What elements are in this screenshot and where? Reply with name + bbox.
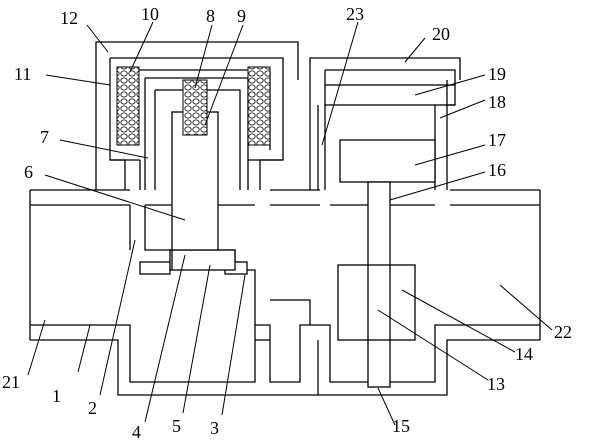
piston	[339, 139, 436, 183]
label-17: 17	[488, 130, 506, 150]
piston-rod	[367, 181, 391, 388]
label-12: 12	[60, 8, 78, 28]
partition-wall	[129, 205, 172, 251]
label-9: 9	[237, 6, 246, 26]
label-15: 15	[392, 416, 410, 436]
label-2: 2	[88, 398, 97, 418]
label-16: 16	[488, 160, 506, 180]
label-22: 22	[554, 322, 572, 342]
label-6: 6	[24, 162, 33, 182]
label-1: 1	[52, 386, 61, 406]
label-7: 7	[40, 127, 49, 147]
label-14: 14	[515, 344, 533, 364]
label-13: 13	[487, 374, 505, 394]
label-5: 5	[172, 416, 181, 436]
valve-plug	[139, 249, 248, 275]
reference-numerals: 1 2 3 4 5 6 7 8 9 10 11 12 13 14 15 16 1…	[2, 4, 572, 440]
label-3: 3	[210, 418, 219, 438]
flow-block	[337, 264, 416, 341]
label-21: 21	[2, 372, 20, 392]
label-4: 4	[132, 422, 141, 440]
solenoid-coil-right	[247, 66, 271, 146]
label-19: 19	[488, 64, 506, 84]
label-20: 20	[432, 24, 450, 44]
solenoid-coil-left	[116, 66, 140, 146]
return-spring	[182, 79, 208, 136]
label-23: 23	[346, 4, 364, 24]
label-11: 11	[14, 64, 31, 84]
leader-lines	[27, 21, 553, 426]
label-18: 18	[488, 92, 506, 112]
label-10: 10	[141, 4, 159, 24]
pipe-body	[29, 189, 541, 396]
label-8: 8	[206, 6, 215, 26]
